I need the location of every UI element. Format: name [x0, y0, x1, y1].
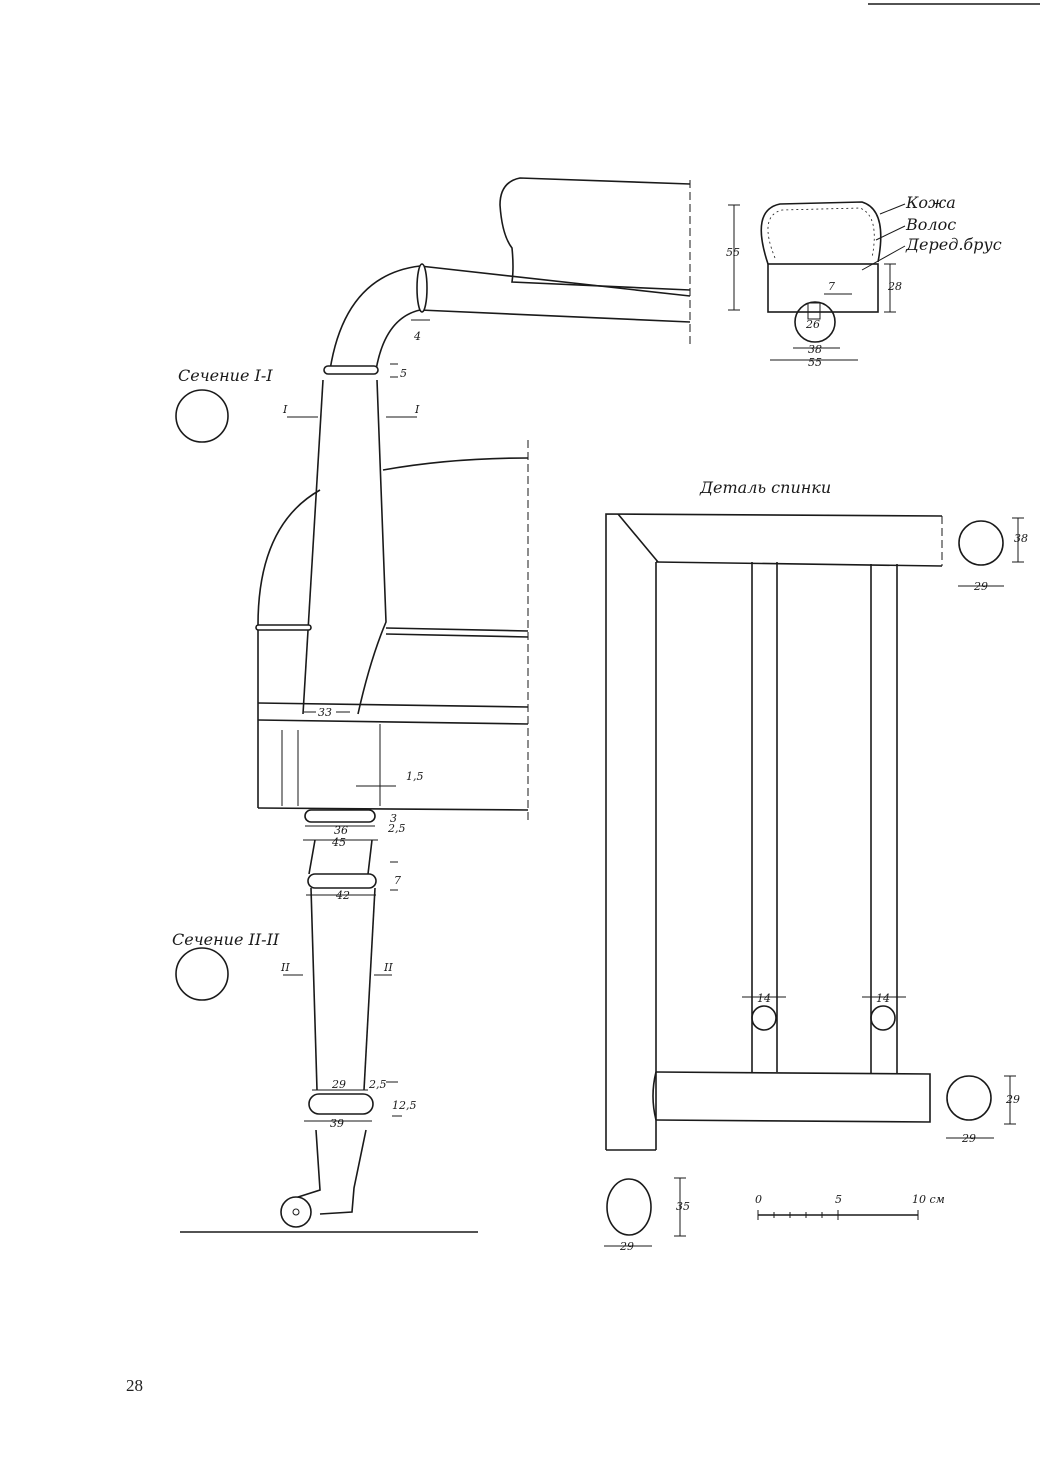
scale-tick-5: 5 [835, 1193, 842, 1206]
section-mark-i-right: I [414, 403, 420, 416]
section-ii-ii-label: Сечение II-II [172, 930, 280, 949]
dim-lower-39: 39 [330, 1117, 344, 1130]
dim-top-rail-h: 38 [1014, 532, 1028, 545]
dim-lower-25: 2,5 [368, 1078, 387, 1091]
dim-ring-height: 5 [400, 367, 407, 380]
dim-collar-45: 45 [331, 836, 346, 849]
scale-tick-0: 0 [755, 1193, 762, 1206]
scale-tick-10: 10 см [912, 1193, 945, 1206]
dim-top-rail-w: 29 [973, 580, 988, 593]
dim-cushion-28: 28 [887, 280, 902, 293]
dim-collar-3: 3 [390, 812, 397, 825]
dim-cushion-26: 26 [805, 318, 820, 331]
dim-lower-125: 12,5 [392, 1099, 417, 1112]
dim-ring-7: 7 [394, 874, 401, 887]
cushion-section: 26 7 55 28 38 55 Кожа Волос Деред.брус [726, 193, 1002, 369]
section-ii-ii: Сечение II-II [172, 930, 280, 1001]
dim-cushion-55h: 55 [726, 246, 740, 259]
scale-bar: 0 5 10 см [755, 1193, 945, 1220]
dim-collar-25: 2,5 [387, 822, 406, 835]
dim-lower-29: 29 [331, 1078, 346, 1091]
dim-spindle-14b: 14 [876, 992, 890, 1005]
dim-offset-15: 1,5 [406, 770, 424, 783]
layer-hair-label: Волос [905, 215, 956, 234]
dim-post-width: 33 [318, 706, 332, 719]
section-i-i-label: Сечение I-I [178, 366, 273, 385]
dim-cushion-55w: 55 [808, 356, 822, 369]
dim-spindle-14a: 14 [757, 992, 771, 1005]
dim-bottom-rail-h: 29 [1005, 1093, 1020, 1106]
page-number: 28 [126, 1376, 143, 1395]
dim-post-oval-h: 35 [676, 1200, 690, 1213]
layer-leather-label: Кожа [905, 193, 956, 212]
back-detail: Деталь спинки 14 14 38 29 29 [604, 478, 1028, 1253]
dim-cushion-7: 7 [828, 280, 835, 293]
layer-wood-label: Деред.брус [905, 235, 1002, 254]
dim-collar-36: 36 [334, 824, 348, 837]
arm-leg-elevation: 4 5 I I 33 1,5 [180, 177, 691, 1233]
dim-post-oval-w: 29 [619, 1240, 634, 1253]
section-i-i: Сечение I-I [175, 366, 273, 443]
dim-cushion-38: 38 [808, 343, 822, 356]
dim-ring-42: 42 [335, 889, 350, 902]
back-detail-title: Деталь спинки [699, 478, 831, 497]
dim-bottom-rail-w: 29 [961, 1132, 976, 1145]
section-mark-ii-right: II [383, 961, 393, 974]
section-mark-ii-left: II [280, 961, 290, 974]
dim-arm-gap: 4 [413, 330, 421, 343]
section-mark-i-left: I [282, 403, 288, 416]
